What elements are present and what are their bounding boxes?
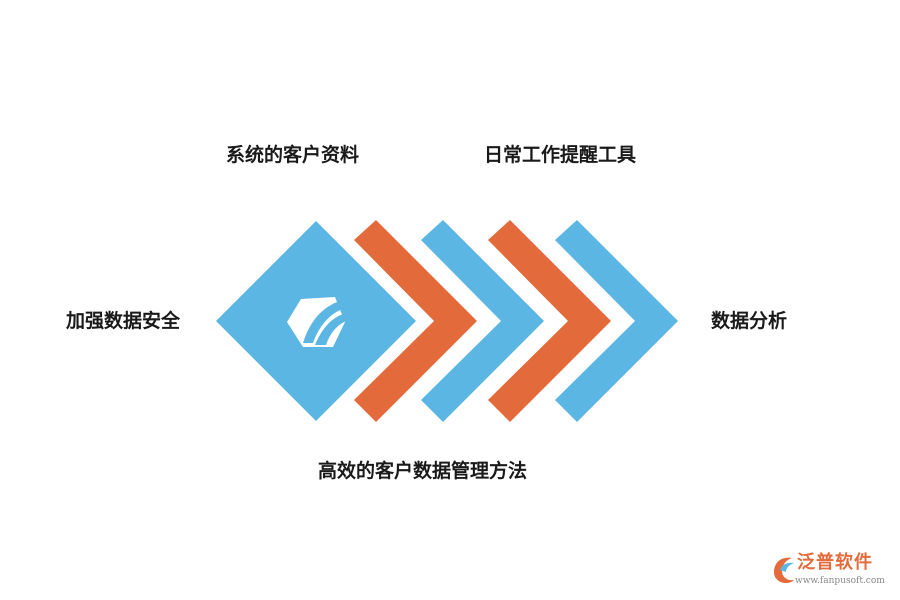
hexagon-logo-icon <box>287 297 346 347</box>
chevron-3 <box>488 220 611 422</box>
chevron-2 <box>421 220 544 422</box>
label-data-analysis: 数据分析 <box>711 310 788 332</box>
chevron-4 <box>555 220 678 422</box>
fanpu-logo-icon <box>774 557 794 584</box>
label-data-security: 加强数据安全 <box>66 310 181 332</box>
label-client-records: 系统的客户资料 <box>226 144 360 166</box>
watermark: 泛普软件 www.fanpusoft.com <box>768 552 894 592</box>
watermark-url: www.fanpusoft.com <box>795 576 885 586</box>
diagram-title: 高效的客户数据管理方法 <box>318 460 528 482</box>
watermark-brand: 泛普软件 <box>797 552 873 573</box>
chevron-1 <box>354 220 477 422</box>
label-reminder-tool: 日常工作提醒工具 <box>484 144 637 166</box>
